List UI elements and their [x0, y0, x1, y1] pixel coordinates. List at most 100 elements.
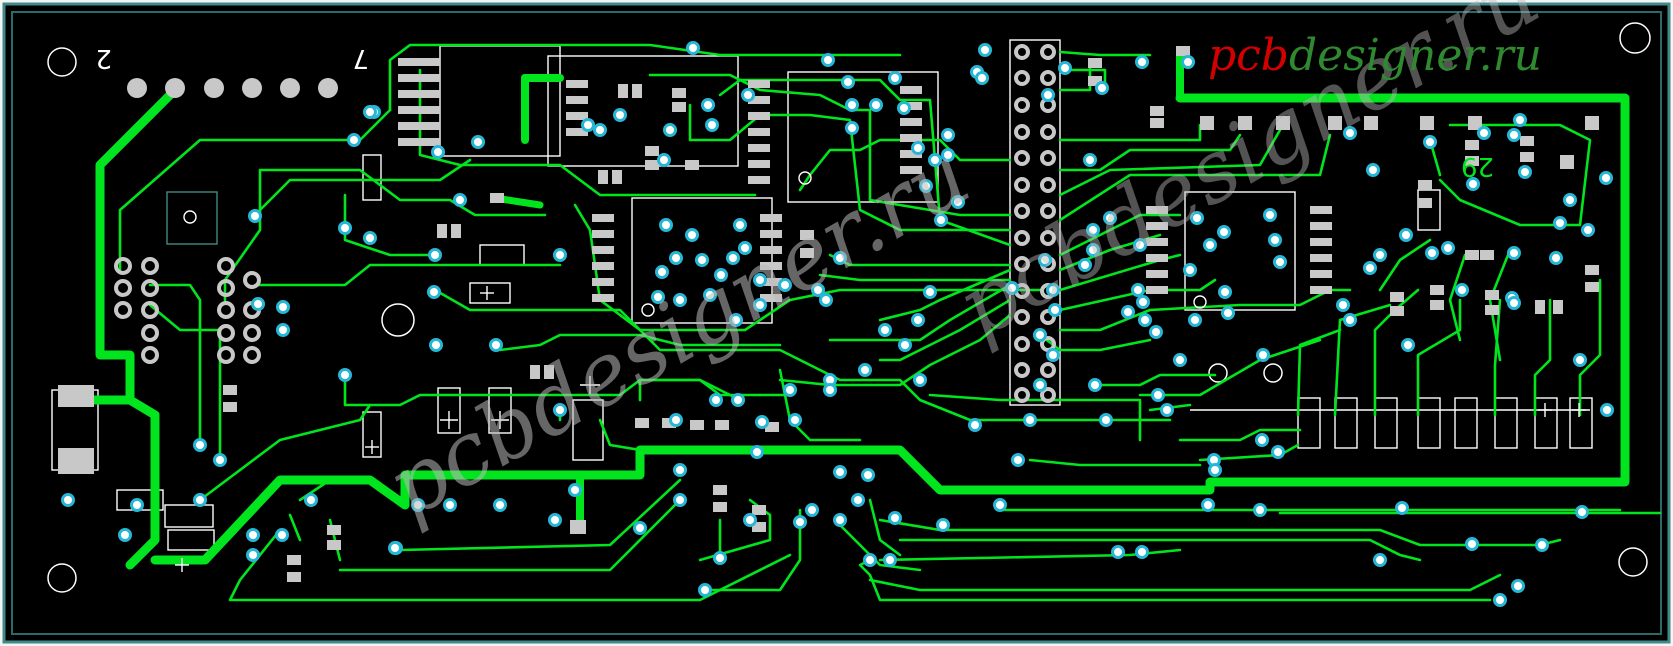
- via-icon: [130, 498, 144, 512]
- mounting-hole-icon: [381, 303, 415, 337]
- via-icon: [1366, 163, 1380, 177]
- via-icon: [304, 493, 318, 507]
- resistor-outline-r4: [1297, 397, 1321, 449]
- via-icon: [276, 323, 290, 337]
- via-icon: [1221, 306, 1235, 320]
- via-icon: [1535, 538, 1549, 552]
- mounting-hole-icon: [1618, 547, 1648, 577]
- via-icon: [819, 293, 833, 307]
- via-icon: [1600, 403, 1614, 417]
- via-icon: [411, 498, 425, 512]
- via-icon: [811, 283, 825, 297]
- via-icon: [429, 338, 443, 352]
- via-icon: [363, 231, 377, 245]
- via-icon: [1343, 313, 1357, 327]
- via-icon: [1095, 81, 1109, 95]
- via-icon: [61, 493, 75, 507]
- silk-label-29: 29: [1461, 151, 1494, 181]
- via-icon: [703, 288, 717, 302]
- via-icon: [338, 221, 352, 235]
- via-icon: [1513, 113, 1527, 127]
- via-icon: [861, 468, 875, 482]
- via-icon: [1086, 243, 1100, 257]
- via-icon: [821, 53, 835, 67]
- via-icon: [738, 241, 752, 255]
- via-icon: [1425, 246, 1439, 260]
- via-icon: [1138, 313, 1152, 327]
- via-icon: [1255, 433, 1269, 447]
- via-icon: [1005, 281, 1019, 295]
- via-icon: [1111, 545, 1125, 559]
- via-icon: [431, 145, 445, 159]
- via-icon: [1149, 325, 1163, 339]
- resistor-outline-r2: [362, 154, 382, 201]
- via-icon: [1401, 338, 1415, 352]
- via-icon: [911, 141, 925, 155]
- resistor-outline-r3: [362, 411, 382, 458]
- via-icon: [1465, 537, 1479, 551]
- via-icon: [753, 273, 767, 287]
- component-pads: [58, 44, 1599, 582]
- via-icon: [1511, 579, 1525, 593]
- via-icon: [493, 498, 507, 512]
- via-icon: [941, 148, 955, 162]
- via-icon: [731, 393, 745, 407]
- via-icon: [951, 195, 965, 209]
- via-icon: [193, 438, 207, 452]
- via-icon: [669, 413, 683, 427]
- via-icon: [388, 541, 402, 555]
- via-icon: [1373, 553, 1387, 567]
- via-icon: [347, 133, 361, 147]
- via-icon: [427, 285, 441, 299]
- via-icon: [1553, 216, 1567, 230]
- via-icon: [1581, 223, 1595, 237]
- via-icon: [443, 498, 457, 512]
- via-icon: [251, 297, 265, 311]
- via-icon: [1273, 255, 1287, 269]
- via-icon: [659, 218, 673, 232]
- via-icon: [833, 513, 847, 527]
- via-icon: [778, 278, 792, 292]
- resistor-outline-r7: [1417, 397, 1441, 449]
- via-icon: [888, 71, 902, 85]
- via-icon: [714, 268, 728, 282]
- via-icon: [1131, 283, 1145, 297]
- via-icon: [741, 88, 755, 102]
- via-icon: [613, 108, 627, 122]
- via-icon: [851, 493, 865, 507]
- via-icon: [1507, 296, 1521, 310]
- via-icon: [118, 528, 132, 542]
- via-icon: [1573, 353, 1587, 367]
- via-icon: [833, 465, 847, 479]
- via-icon: [1343, 126, 1357, 140]
- ic-outline-u4: [631, 197, 773, 324]
- via-icon: [1136, 295, 1150, 309]
- via-icon: [1493, 593, 1507, 607]
- via-icon: [657, 153, 671, 167]
- crystal-outline: [166, 191, 218, 245]
- via-icon: [783, 383, 797, 397]
- brand-watermark-red: pcb: [1208, 30, 1289, 81]
- via-icon: [841, 75, 855, 89]
- via-icon: [1271, 445, 1285, 459]
- via-icon: [743, 513, 757, 527]
- via-icon: [1373, 248, 1387, 262]
- via-icon: [275, 528, 289, 542]
- via-icon: [911, 313, 925, 327]
- ic-outline-u3: [787, 71, 939, 203]
- via-icon: [919, 179, 933, 193]
- via-icon: [698, 583, 712, 597]
- via-icon: [581, 118, 595, 132]
- via-icon: [1201, 498, 1215, 512]
- via-icon: [934, 213, 948, 227]
- via-icon: [1477, 126, 1491, 140]
- via-icon: [793, 515, 807, 529]
- via-icon: [1336, 298, 1350, 312]
- silk-label-2: 2: [95, 43, 112, 73]
- via-icon: [1507, 128, 1521, 142]
- via-icon: [1441, 241, 1455, 255]
- copper-traces: [70, 43, 1662, 602]
- via-icon: [1203, 238, 1217, 252]
- via-icon: [1455, 283, 1469, 297]
